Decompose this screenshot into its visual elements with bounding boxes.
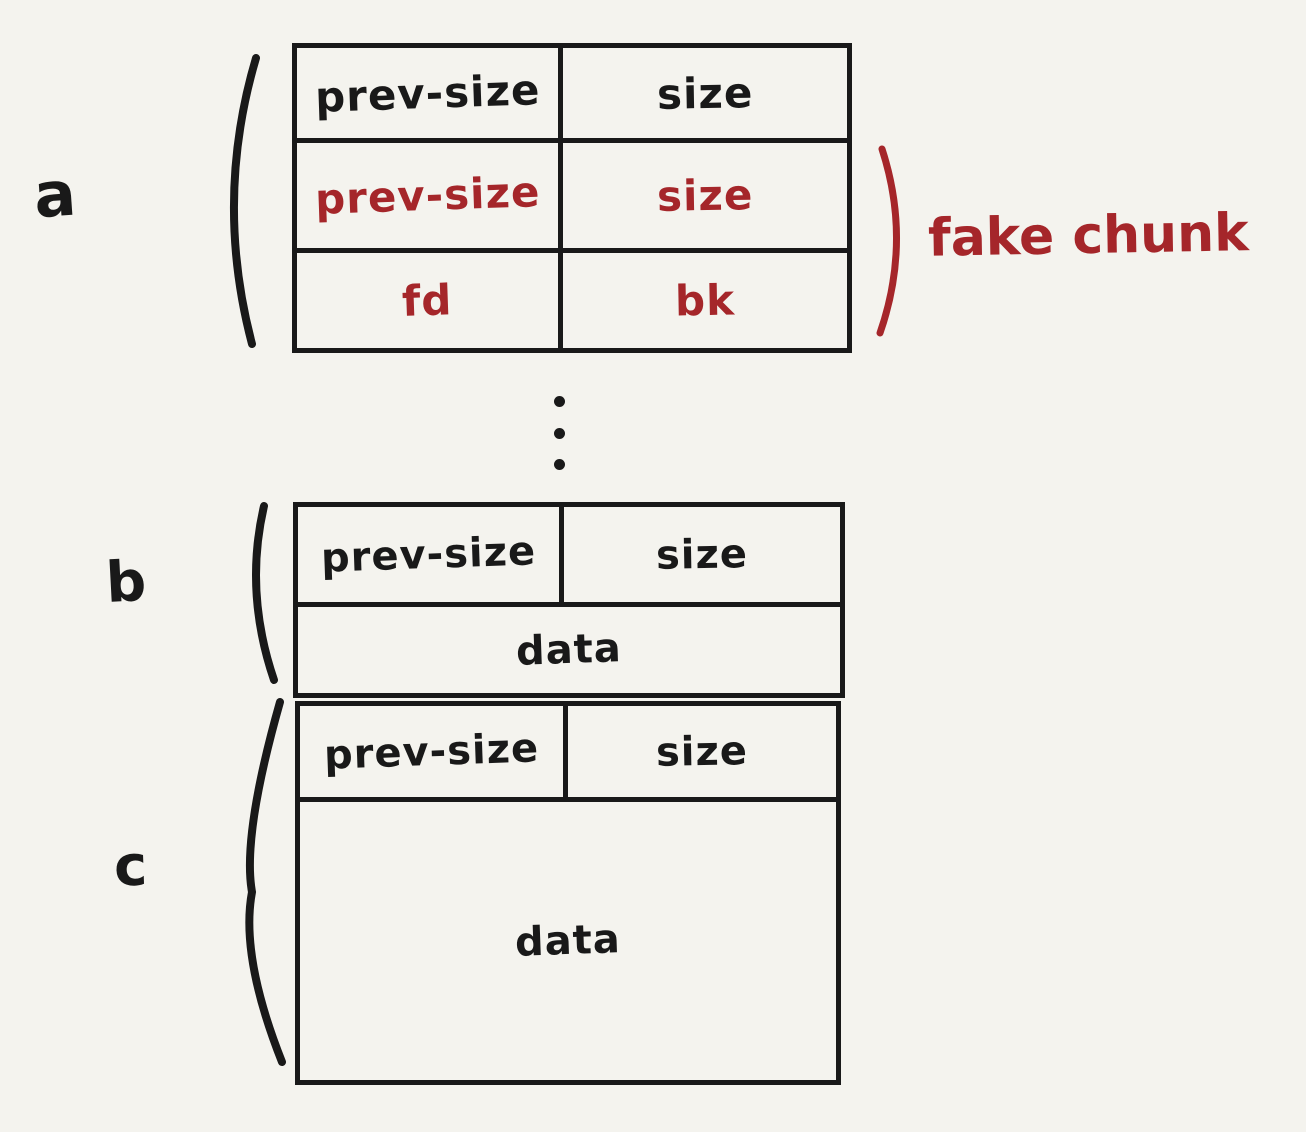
fake-chunk-size-cell: size bbox=[563, 143, 847, 248]
chunk-a-size-label: size bbox=[656, 67, 754, 119]
fake-chunk-prev-size-cell: prev-size bbox=[297, 143, 564, 248]
chunk-b-size-cell: size bbox=[564, 507, 840, 602]
chunk-c-size-cell: size bbox=[568, 706, 836, 797]
chunk-c-left-paren-icon bbox=[245, 698, 286, 1066]
chunk-c-label: c bbox=[112, 833, 149, 900]
chunk-b-prev-size-cell: prev-size bbox=[298, 507, 564, 602]
chunk-a-table: prev-size size prev-size size fd bk bbox=[292, 43, 852, 353]
fake-chunk-fd-label: fd bbox=[401, 275, 454, 326]
chunk-a-label: a bbox=[31, 156, 79, 233]
chunk-b-label: b bbox=[104, 548, 148, 617]
chunk-b-left-paren-icon bbox=[252, 502, 278, 684]
chunk-a-left-paren-icon bbox=[230, 54, 260, 348]
fake-chunk-row-header: prev-size size bbox=[297, 143, 847, 253]
chunk-a-size-cell: size bbox=[563, 48, 847, 138]
fake-chunk-row-pointers: fd bk bbox=[297, 253, 847, 348]
chunk-a-prev-size-label: prev-size bbox=[314, 64, 542, 122]
fake-chunk-annotation: fake chunk bbox=[927, 203, 1250, 269]
fake-chunk-bk-cell: bk bbox=[563, 253, 847, 348]
chunk-c-data-cell: data bbox=[300, 802, 836, 1080]
chunk-b-data-cell: data bbox=[298, 607, 840, 693]
fake-chunk-fd-cell: fd bbox=[297, 253, 564, 348]
chunk-b-table: prev-size size data bbox=[293, 502, 845, 698]
chunk-a-row-header: prev-size size bbox=[297, 48, 847, 143]
fake-chunk-bk-label: bk bbox=[674, 275, 736, 326]
ellipsis-dot bbox=[553, 459, 565, 470]
ellipsis-dot bbox=[553, 396, 565, 407]
chunk-c-prev-size-cell: prev-size bbox=[300, 706, 568, 797]
chunk-b-size-label: size bbox=[655, 530, 749, 579]
chunk-b-prev-size-label: prev-size bbox=[319, 527, 537, 582]
chunk-c-size-label: size bbox=[655, 727, 749, 776]
fake-chunk-size-label: size bbox=[656, 170, 754, 221]
chunk-b-row-data: data bbox=[298, 607, 840, 693]
chunk-b-data-label: data bbox=[515, 625, 623, 675]
fake-chunk-prev-size-label: prev-size bbox=[314, 167, 542, 224]
fake-chunk-right-paren-icon bbox=[876, 145, 900, 337]
chunk-c-table: prev-size size data bbox=[295, 701, 841, 1085]
ellipsis-dot bbox=[553, 427, 565, 439]
chunk-a-prev-size-cell: prev-size bbox=[297, 48, 564, 138]
chunk-b-row-header: prev-size size bbox=[298, 507, 840, 607]
chunk-c-row-header: prev-size size bbox=[300, 706, 836, 802]
chunk-c-data-label: data bbox=[514, 916, 622, 966]
chunk-c-row-data: data bbox=[300, 802, 836, 1080]
chunk-c-prev-size-label: prev-size bbox=[323, 724, 540, 779]
vertical-ellipsis-icon bbox=[549, 396, 569, 470]
